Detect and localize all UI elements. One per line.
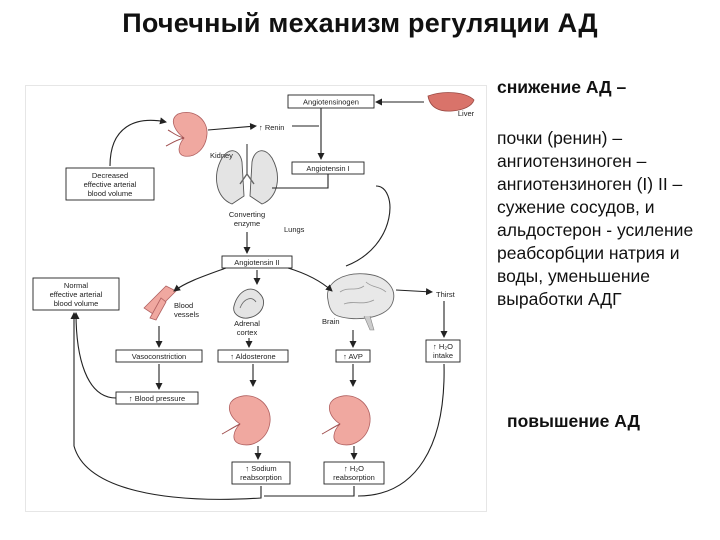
angiotensin-2-box: Angiotensin II (221, 255, 293, 269)
h2o-intake-box: ↑ H₂O intake (425, 339, 461, 363)
angiotensinogen-box: Angiotensinogen (287, 94, 375, 109)
sodium-reabsorption-box: ↑ Sodium reabsorption (231, 461, 291, 485)
adrenal-label-1: Adrenal (234, 319, 260, 328)
svg-text:↑ AVP: ↑ AVP (343, 352, 363, 361)
h2o-reabsorption-box: ↑ H₂O reabsorption (323, 461, 385, 485)
svg-text:Vasoconstriction: Vasoconstriction (132, 352, 186, 361)
brain-label: Brain (322, 317, 340, 326)
kidney-image-top (165, 112, 208, 157)
svg-text:↑ H₂O: ↑ H₂O (344, 464, 364, 473)
svg-text:blood volume: blood volume (88, 189, 133, 198)
svg-text:↑ Blood pressure: ↑ Blood pressure (129, 394, 185, 403)
raas-diagram: Angiotensinogen Angiotensin I Decreased … (25, 85, 487, 512)
aldosterone-box: ↑ Aldosterone (217, 349, 289, 363)
svg-text:blood volume: blood volume (54, 299, 99, 308)
side-body-text: почки (ренин) – ангиотензиноген – ангиот… (497, 128, 694, 309)
svg-text:reabsorption: reabsorption (240, 473, 282, 482)
svg-text:↑ Aldosterone: ↑ Aldosterone (230, 352, 275, 361)
liver-label: Liver (458, 109, 475, 118)
svg-text:intake: intake (433, 351, 453, 360)
svg-text:Angiotensin I: Angiotensin I (306, 164, 349, 173)
side-outro-text: повышение АД (507, 411, 640, 431)
kidney-label: Kidney (210, 151, 233, 160)
arrows (70, 98, 448, 500)
adrenal-image (233, 288, 264, 319)
svg-text:↑ H₂O: ↑ H₂O (433, 342, 453, 351)
svg-text:↑ Sodium: ↑ Sodium (245, 464, 276, 473)
decreased-volume-box: Decreased effective arterial blood volum… (65, 167, 155, 201)
svg-text:effective arterial: effective arterial (50, 290, 103, 299)
kidney-image-right (321, 395, 371, 446)
lungs-image (216, 144, 278, 205)
avp-box: ↑ AVP (335, 349, 371, 363)
svg-text:reabsorption: reabsorption (333, 473, 375, 482)
converting-enzyme-label: Converting enzyme (228, 208, 266, 230)
blood-pressure-box: ↑ Blood pressure (115, 391, 199, 405)
svg-text:Normal: Normal (64, 281, 89, 290)
svg-text:Converting: Converting (229, 210, 265, 219)
blood-vessels-label-1: Blood (174, 301, 193, 310)
brain-image (327, 273, 395, 331)
page-title: Почечный механизм регуляции АД (122, 8, 598, 38)
vasoconstriction-box: Vasoconstriction (115, 349, 203, 363)
raas-diagram-svg: Angiotensinogen Angiotensin I Decreased … (32, 92, 475, 500)
adrenal-label-2: cortex (237, 328, 258, 337)
kidney-image-left (221, 395, 271, 446)
renin-label: ↑ Renin (259, 123, 284, 132)
svg-text:effective arterial: effective arterial (84, 180, 137, 189)
side-intro-text: снижение АД – (497, 77, 627, 97)
blood-vessels-label-2: vessels (174, 310, 199, 319)
svg-text:Angiotensinogen: Angiotensinogen (303, 98, 359, 107)
thirst-label: Thirst (436, 290, 456, 299)
svg-text:enzyme: enzyme (234, 219, 260, 228)
lungs-label: Lungs (284, 225, 305, 234)
liver-image (427, 92, 475, 112)
angiotensin-1-box: Angiotensin I (291, 161, 365, 175)
normal-volume-box: Normal effective arterial blood volume (32, 277, 120, 311)
svg-text:Decreased: Decreased (92, 171, 128, 180)
svg-text:Angiotensin II: Angiotensin II (234, 258, 279, 267)
blood-vessel-image (143, 285, 177, 321)
